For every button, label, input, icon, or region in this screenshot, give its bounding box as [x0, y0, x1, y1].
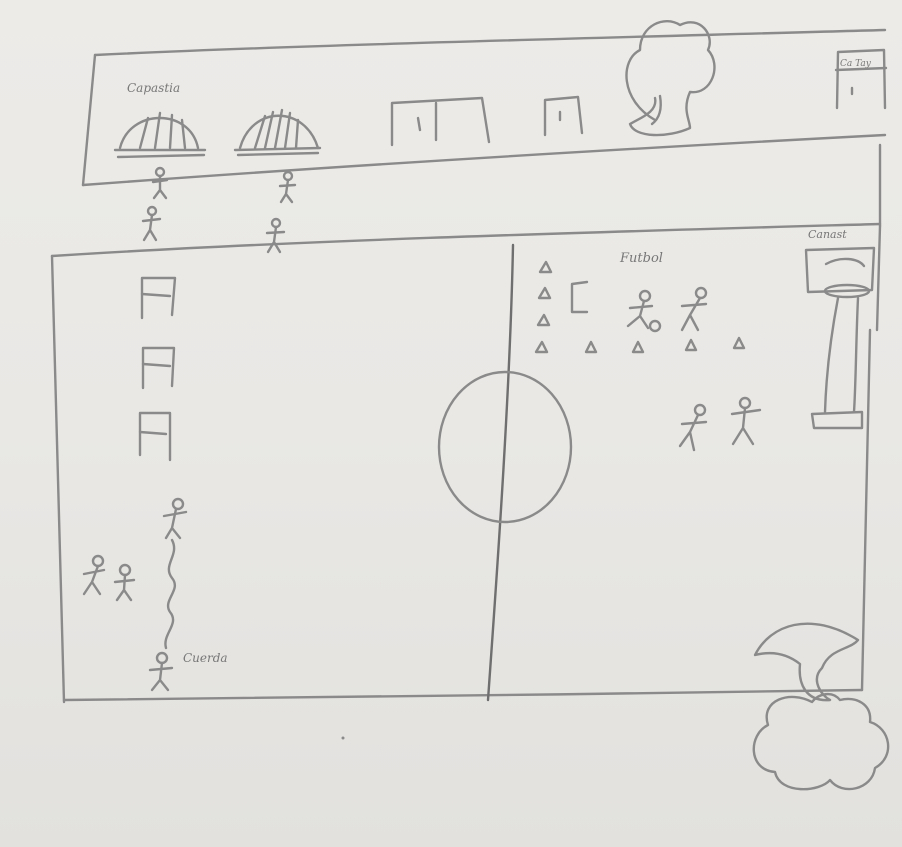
canopy-1 — [115, 113, 205, 157]
tree-top — [626, 21, 714, 135]
canasta-label: Canast — [808, 228, 847, 241]
table-1 — [392, 98, 489, 145]
field-outline — [52, 145, 880, 702]
pen-dot — [342, 737, 345, 740]
sign-label: Ca Tay — [840, 59, 872, 69]
rope-figures: Cuerda — [150, 499, 228, 690]
rope-label: Cuerda — [183, 651, 228, 665]
capastia-label: Capastia — [127, 81, 180, 95]
cones-row — [586, 338, 744, 352]
figures-bottom-left — [84, 556, 134, 600]
chair-3 — [140, 413, 170, 460]
figures-walkway — [143, 168, 295, 252]
canopy-2 — [235, 110, 320, 155]
cones-column — [536, 262, 551, 352]
futbol-label: Futbol — [619, 251, 663, 266]
football-players — [628, 288, 760, 450]
chair-1 — [142, 278, 175, 318]
chair-2 — [143, 348, 174, 388]
tree-bottom-right — [754, 624, 888, 790]
basketball-hoop — [806, 248, 874, 428]
table-2 — [545, 97, 582, 135]
sign-top-right: Ca Tay — [836, 50, 886, 108]
small-goal — [572, 282, 587, 312]
